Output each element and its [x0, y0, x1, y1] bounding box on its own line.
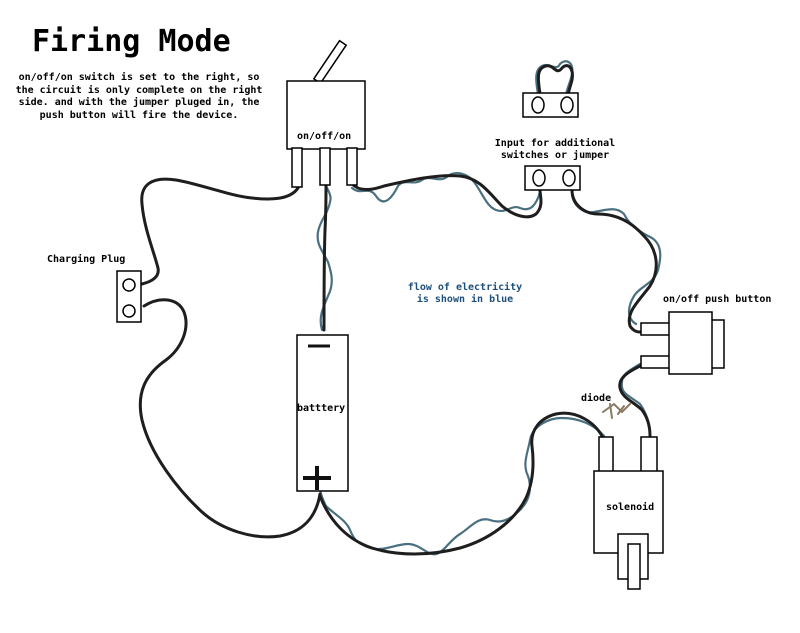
solenoid-plunger-inner: [627, 543, 641, 590]
flow-jumper-loop: [535, 60, 574, 98]
solenoid-terminal-right: [640, 436, 658, 473]
wire-solenoid-to-battery: [318, 411, 606, 556]
jumper-pin-right: [560, 96, 574, 114]
switch-terminal-left: [291, 147, 303, 188]
flow-note: flow of electricity is shown in blue: [392, 282, 538, 306]
solenoid-terminal-left: [598, 436, 614, 473]
input-label-line2: switches or jumper: [500, 150, 610, 161]
flow-solenoid-to-battery: [318, 416, 606, 556]
wire-switch-to-input: [350, 174, 543, 219]
push-button: [640, 311, 725, 375]
plug-pin-top: [122, 278, 136, 292]
wire-button-to-solenoid: [618, 364, 652, 438]
jumper-pin-left: [531, 96, 545, 114]
input-label: Input for additional switches or jumper: [484, 138, 626, 162]
toggle-switch: [286, 39, 366, 188]
push-button-label: on/off push button: [663, 294, 772, 305]
battery-body: [296, 334, 349, 492]
switch-label: on/off/on: [297, 131, 352, 142]
diode-label: diode: [581, 393, 612, 404]
input-pin-right: [562, 169, 576, 187]
battery: [296, 334, 349, 492]
input-connector: [524, 165, 581, 191]
wire-battery-to-switch: [322, 184, 328, 332]
jumper: [522, 92, 579, 118]
flow-battery-to-switch: [316, 184, 333, 332]
plug-pin-bottom: [122, 304, 136, 318]
button-body: [668, 311, 713, 375]
diode-symbol: [602, 402, 631, 419]
input-pin-left: [532, 169, 546, 187]
solenoid-label: solenoid: [606, 502, 655, 513]
wire-plug-to-battery: [138, 298, 322, 539]
switch-terminal-middle: [319, 147, 331, 186]
button-terminal-bottom: [640, 355, 672, 369]
flow-input-to-button: [570, 190, 662, 326]
button-terminal-top: [640, 322, 672, 336]
switch-lever: [312, 39, 348, 85]
input-label-line1: Input for additional: [494, 138, 616, 149]
switch-terminal-right: [346, 147, 358, 186]
flow-note-line2: is shown in blue: [416, 294, 514, 305]
solenoid: [593, 436, 664, 590]
wire-jumper-loop: [536, 64, 574, 98]
charging-plug: [116, 270, 142, 323]
flow-switch-to-input: [350, 172, 542, 212]
switch-body: [286, 80, 366, 150]
wires: [138, 64, 658, 556]
description-text: on/off/on switch is set to the right, so…: [15, 72, 263, 121]
charging-plug-label: Charging Plug: [47, 254, 126, 265]
wire-input-to-button: [570, 188, 658, 334]
wire-switch-to-plug: [140, 177, 300, 286]
battery-label: batttery: [297, 403, 346, 414]
flow-note-line1: flow of electricity: [407, 282, 523, 293]
page-title: Firing Mode: [32, 24, 231, 59]
